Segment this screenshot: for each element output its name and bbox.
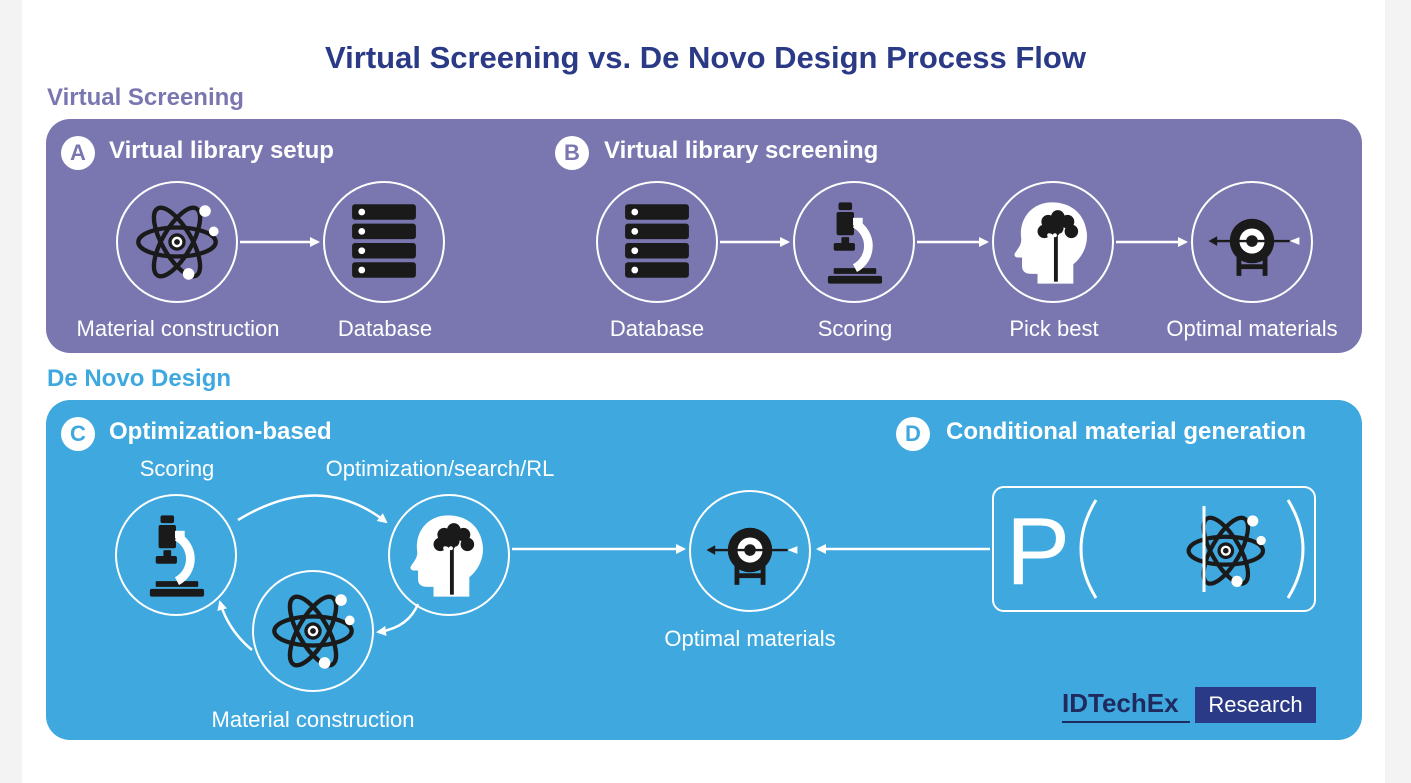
node-caption: Optimization/search/RL [325,456,555,481]
section-label-de-novo: De Novo Design [47,365,232,392]
node-caption: Scoring [139,456,215,481]
node-caption: Scoring [817,316,893,341]
atom-icon [118,183,236,301]
node-caption: Database [609,316,705,341]
brain-head-icon [390,496,508,614]
logo-underline [1062,721,1190,723]
conditional-probability-box: P [992,486,1316,612]
step-b-badge: B [555,136,589,170]
scoring-node [115,494,237,616]
step-c-heading: Optimization-based [109,418,332,445]
material-construction-node [252,570,374,692]
pick-best-node [992,181,1114,303]
probability-letter: P [1006,498,1070,605]
brand-logo: IDTechEx [1062,688,1179,718]
optimal-materials-node [689,490,811,612]
database-node [596,181,718,303]
conditional-probability-formula: P [1006,498,1316,605]
database-node [323,181,445,303]
scoring-node [793,181,915,303]
node-caption: Optimal materials [664,626,836,651]
step-d-heading: Conditional material generation [946,418,1307,445]
node-caption: Database [337,316,433,341]
node-caption: Pick best [1009,316,1099,341]
optimal-materials-node [1191,181,1313,303]
target-icon [691,492,809,610]
material-construction-node [116,181,238,303]
section-label-virtual-screening: Virtual Screening [47,84,244,111]
step-c-badge: C [61,417,95,451]
optimization-node [388,494,510,616]
node-caption: Material construction [76,316,280,341]
brain-head-icon [994,183,1112,301]
step-a-badge: A [61,136,95,170]
atom-icon [1188,511,1265,589]
microscope-icon [117,496,235,614]
database-icon [598,183,716,301]
node-caption: Material construction [211,707,415,732]
step-d-badge: D [896,417,930,451]
node-caption: Optimal materials [1166,316,1338,341]
database-icon [325,183,443,301]
target-icon [1193,183,1311,301]
step-b-heading: Virtual library screening [604,137,879,164]
step-a-heading: Virtual library setup [109,137,334,164]
microscope-icon [795,183,913,301]
page-title: Virtual Screening vs. De Novo Design Pro… [325,40,1086,75]
logo-tag: Research [1195,687,1316,723]
atom-icon [254,572,372,690]
